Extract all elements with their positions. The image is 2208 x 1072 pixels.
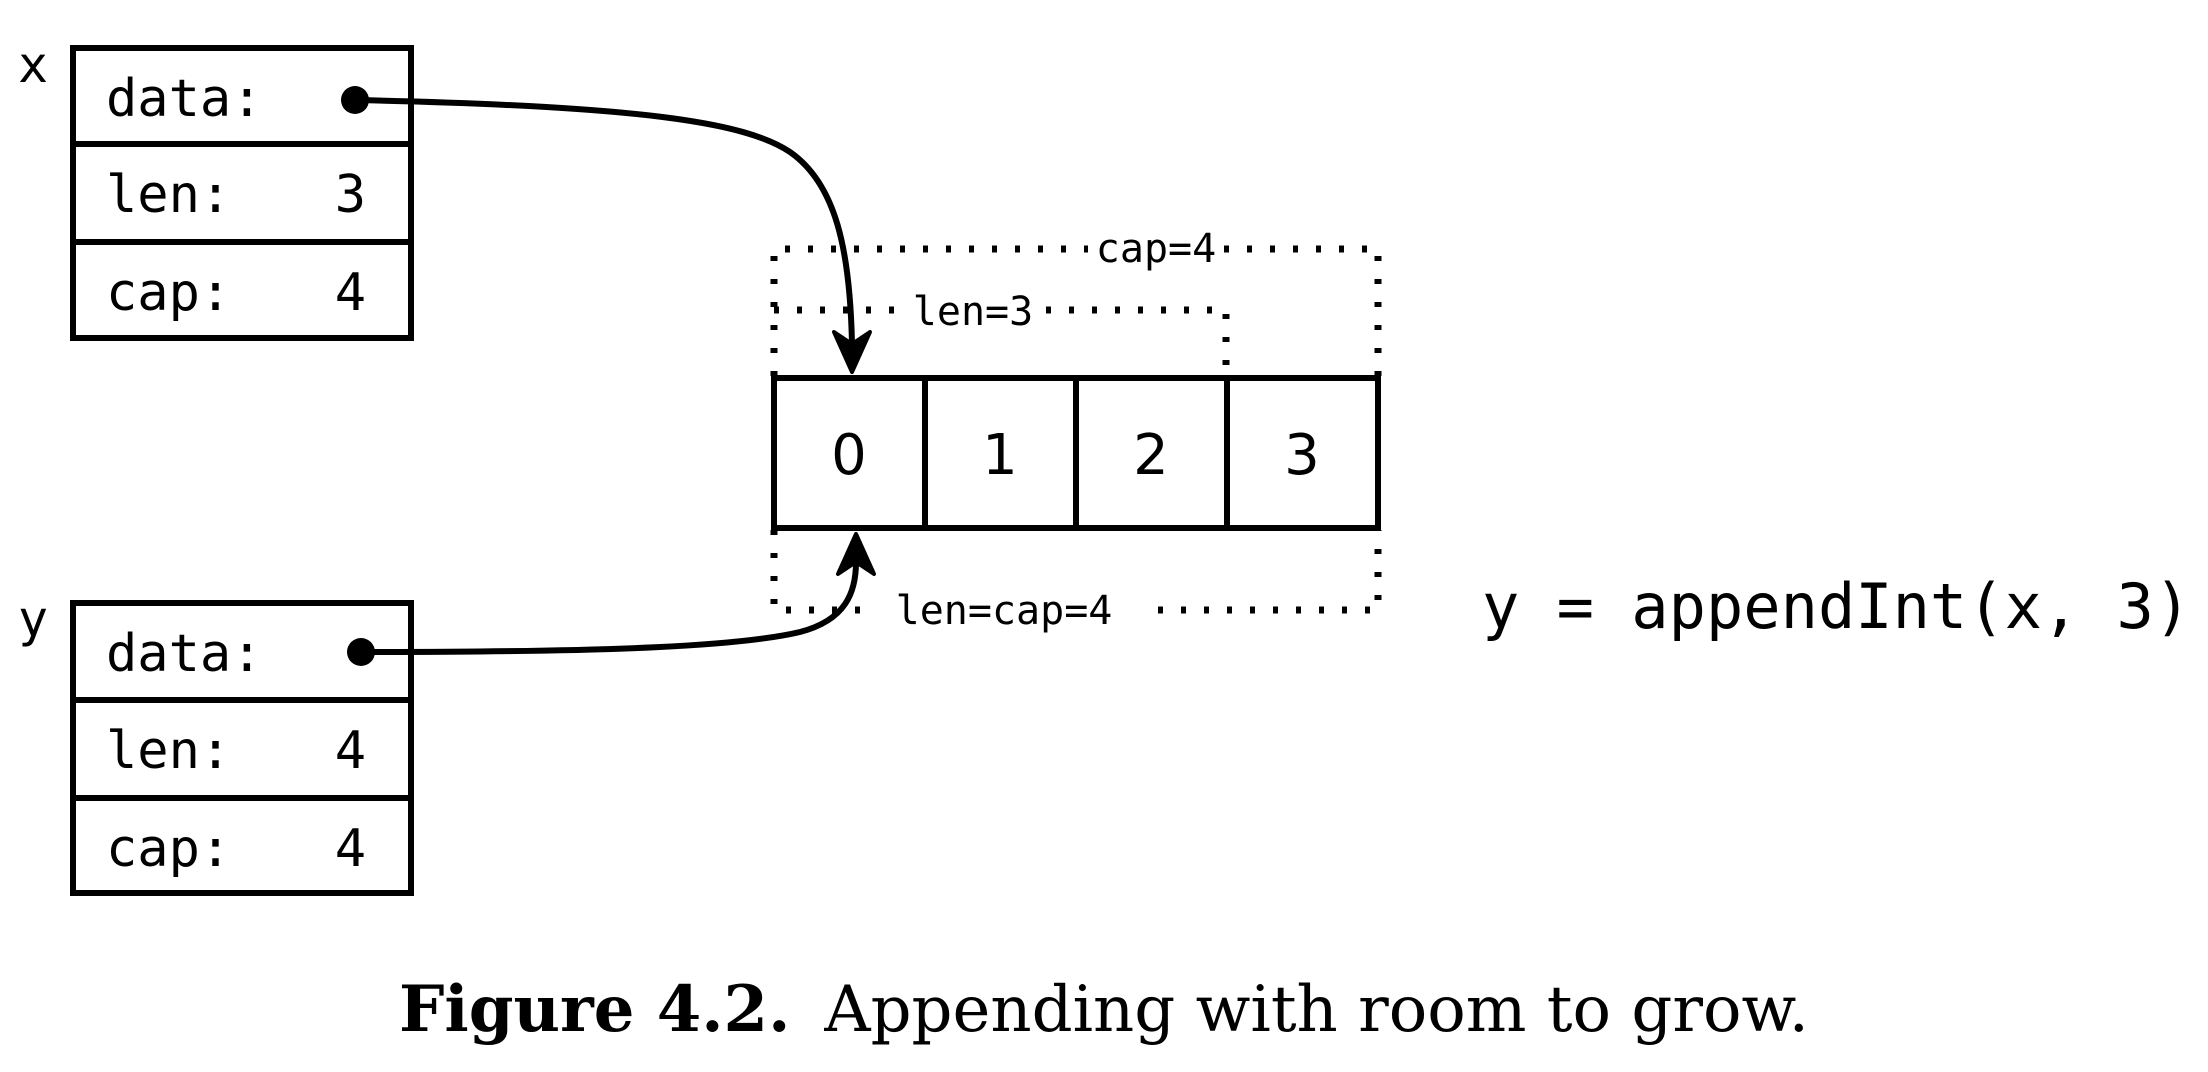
y-data-pointer-arrow (360, 532, 876, 655)
field-label-data: data: (106, 624, 263, 684)
slice-header-y: y data: len: cap: 4 4 (18, 590, 414, 896)
field-value-cap: 4 (335, 263, 366, 323)
field-value-len: 4 (335, 721, 366, 781)
code-expression: y = appendInt(x, 3) (1482, 570, 2191, 643)
var-label-y: y (18, 590, 48, 648)
figure-caption-text: Appending with room to grow. (824, 973, 1810, 1047)
field-label-len: len: (106, 721, 231, 781)
cap-label: cap=4 (1096, 226, 1216, 272)
field-label-data: data: (106, 69, 263, 129)
field-label-len: len: (106, 165, 231, 225)
var-label-x: x (18, 36, 48, 94)
underlying-array: 0 1 2 3 (771, 375, 1381, 531)
slice-header-y-box (70, 600, 414, 896)
array-cell-0: 0 (831, 423, 867, 488)
cap-bracket: cap=4 (770, 226, 1382, 376)
slice-header-x-box (70, 45, 414, 341)
field-value-cap: 4 (335, 819, 366, 879)
y-len-cap-bracket: len=cap=4 (770, 530, 1382, 634)
slice-header-x: x data: len: cap: 3 4 (18, 36, 414, 341)
y-len-cap-label: len=cap=4 (896, 588, 1113, 634)
x-len-label: len=3 (913, 289, 1033, 335)
array-cell-3: 3 (1284, 423, 1320, 488)
field-label-cap: cap: (106, 819, 231, 879)
x-len-bracket: len=3 (774, 289, 1230, 376)
array-cell-1: 1 (982, 423, 1018, 488)
array-cell-2: 2 (1133, 423, 1169, 488)
figure-number: Figure 4.2. (398, 972, 791, 1047)
figure-caption: Figure 4.2. Appending with room to grow. (0, 972, 2208, 1047)
field-label-cap: cap: (106, 263, 231, 323)
field-value-len: 3 (335, 165, 366, 225)
x-data-pointer-arrow (354, 97, 872, 374)
